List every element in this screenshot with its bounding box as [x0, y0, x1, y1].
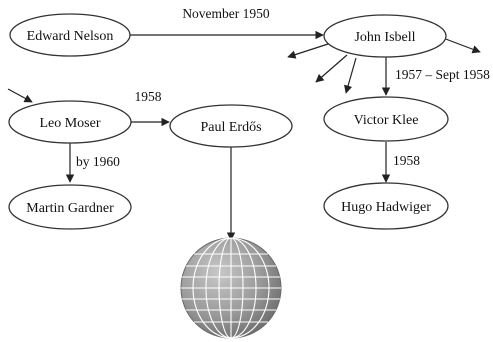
node-martin-gardner: Martin Gardner [8, 184, 132, 230]
edge-label-klee-hadwiger: 1958 [393, 153, 420, 168]
edge-label-isbell-klee: 1957 – Sept 1958 [395, 67, 490, 82]
edge-isbell-out-left [287, 43, 329, 59]
node-label: Hugo Hadwiger [341, 200, 431, 215]
edge-label-moser-erdos: 1958 [135, 89, 162, 104]
node-leo-moser: Leo Moser [8, 100, 132, 144]
node-john-isbell: John Isbell [323, 14, 447, 58]
node-victor-klee: Victor Klee [323, 96, 449, 142]
edge-isbell-out-right [442, 37, 481, 54]
edge-isbell-out-down [344, 57, 357, 94]
node-label: Edward Nelson [27, 29, 114, 44]
edge-label-moser-gardner: by 1960 [76, 154, 120, 169]
edge-isbell-out-down-left [315, 54, 348, 83]
node-edward-nelson: Edward Nelson [9, 13, 131, 57]
edge-incoming-moser [7, 88, 33, 103]
node-label: Victor Klee [354, 113, 419, 128]
node-label: Paul Erdős [200, 120, 261, 135]
globe-icon [180, 237, 282, 339]
node-hugo-hadwiger: Hugo Hadwiger [323, 182, 449, 230]
edge-label-nelson-isbell: November 1950 [182, 6, 270, 21]
node-label: John Isbell [354, 30, 415, 45]
node-paul-erdos: Paul Erdős [169, 104, 293, 148]
node-label: Martin Gardner [26, 201, 114, 216]
node-label: Leo Moser [39, 116, 100, 131]
